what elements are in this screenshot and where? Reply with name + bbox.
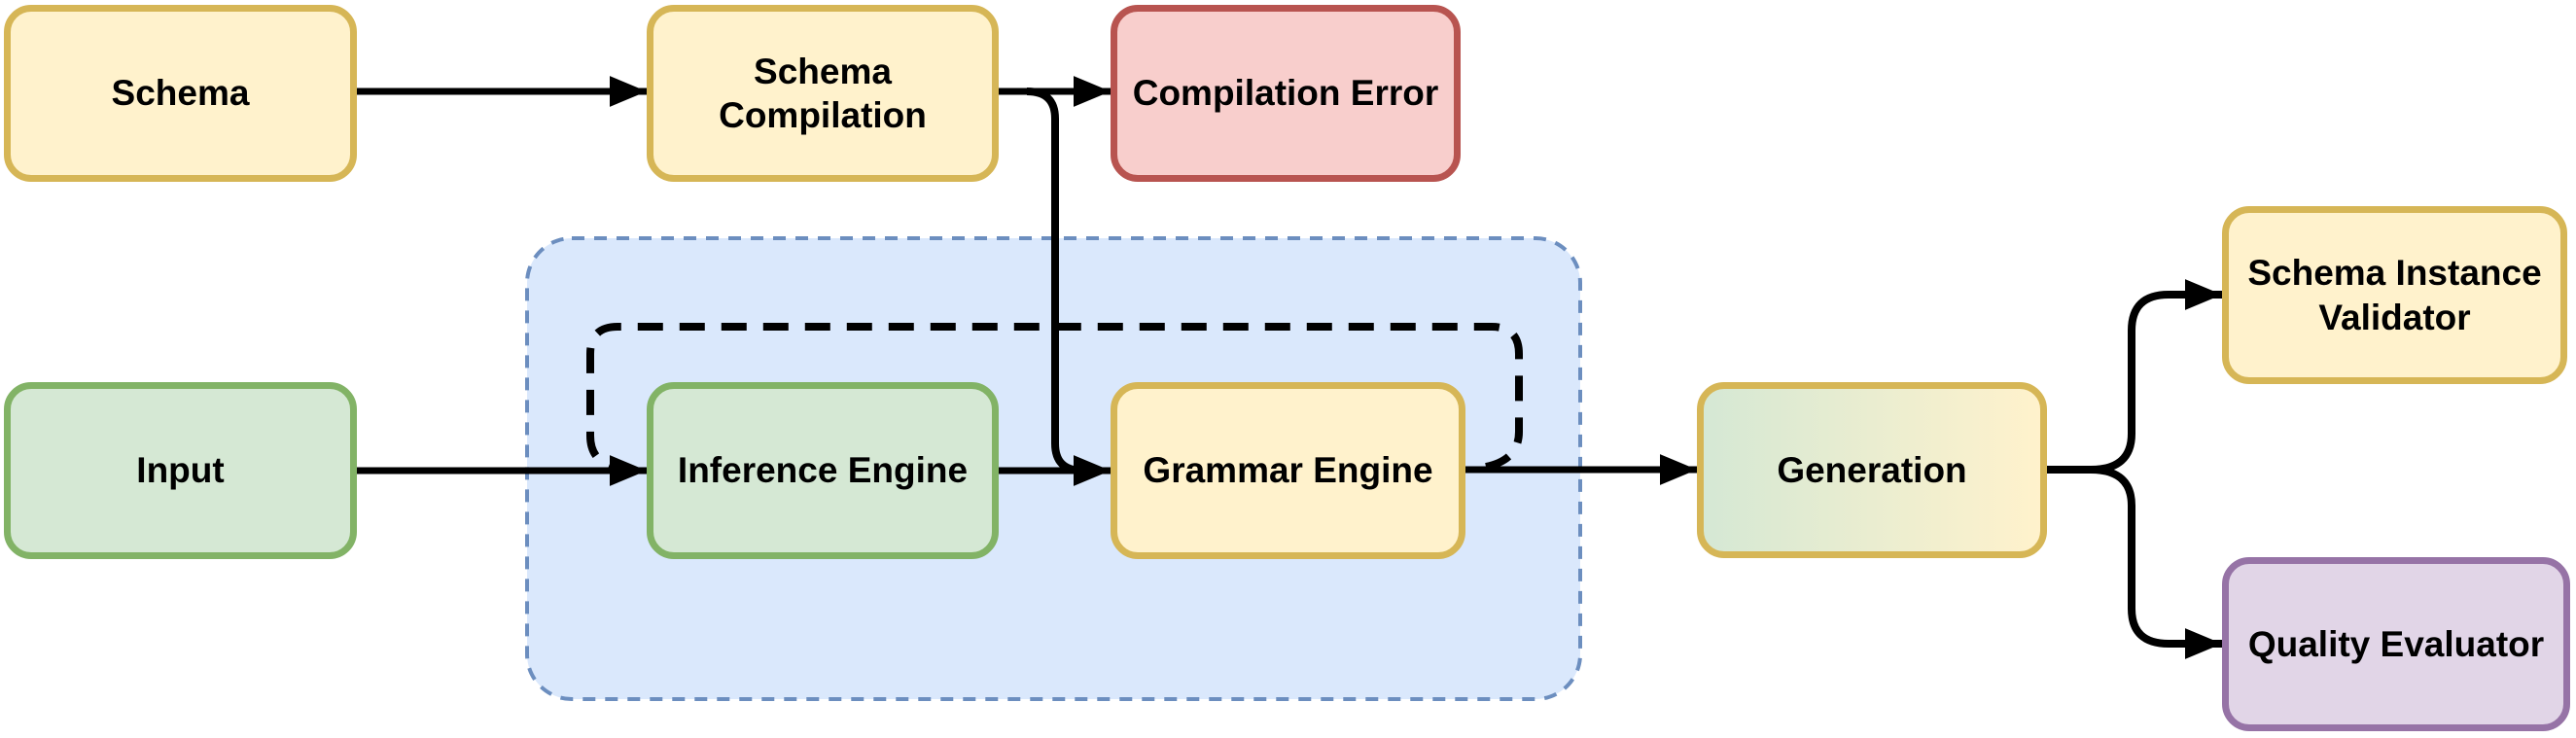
node-generation-label: Generation: [1777, 449, 1967, 490]
node-schema-instance-validator: Schema Instance Validator: [2222, 206, 2567, 384]
node-quality-evaluator-label: Quality Evaluator: [2247, 623, 2545, 664]
node-input: Input: [4, 382, 357, 559]
node-schema: Schema: [4, 5, 357, 182]
node-schema-compilation: Schema Compilation: [647, 5, 999, 182]
node-schema-compilation-label: Schema Compilation: [719, 51, 927, 135]
node-compilation-error-label: Compilation Error: [1132, 73, 1439, 114]
node-schema-instance-validator-label: Schema Instance Validator: [2247, 253, 2542, 337]
node-input-label: Input: [136, 450, 225, 491]
edge-grammar-engine-feedback-to-inference-engine: [586, 323, 1523, 473]
edge-generation-to-schema-instance-validator: [2090, 279, 2222, 474]
node-inference-engine-label: Inference Engine: [677, 450, 969, 491]
node-schema-label: Schema: [111, 73, 250, 114]
node-inference-engine: Inference Engine: [647, 382, 999, 559]
node-compilation-error: Compilation Error: [1111, 5, 1461, 182]
node-grammar-engine-label: Grammar Engine: [1143, 450, 1433, 491]
node-quality-evaluator: Quality Evaluator: [2222, 557, 2570, 731]
node-generation: Generation: [1697, 382, 2047, 558]
node-grammar-engine: Grammar Engine: [1111, 382, 1465, 559]
edge-generation-to-quality-evaluator: [2090, 466, 2222, 659]
